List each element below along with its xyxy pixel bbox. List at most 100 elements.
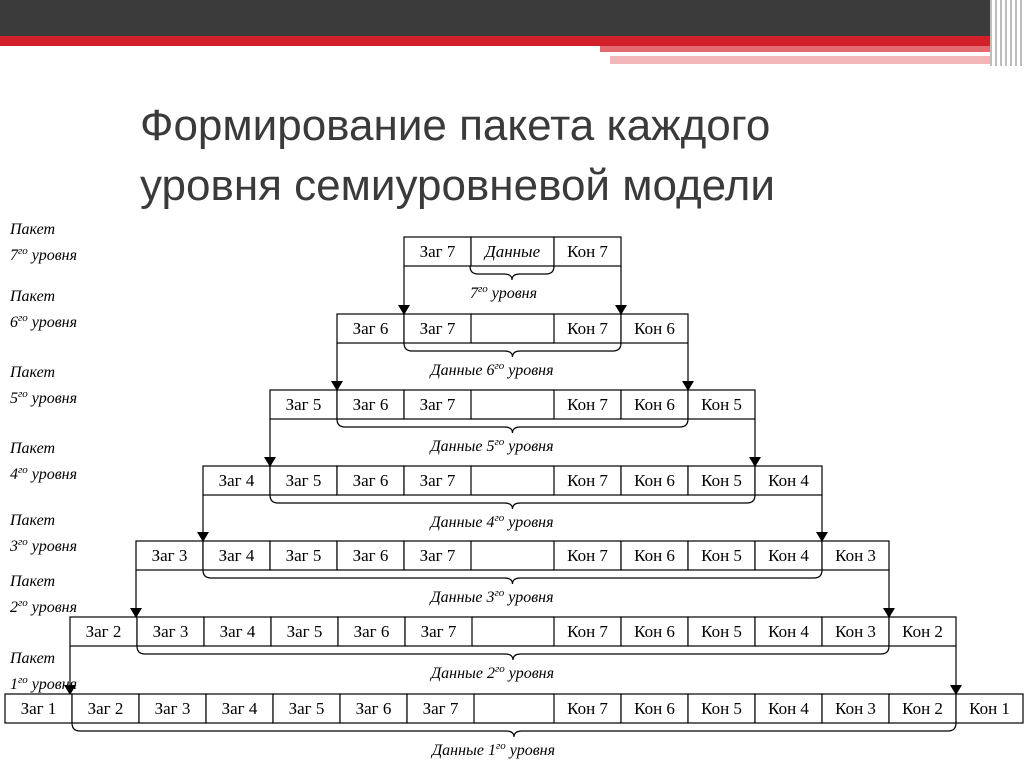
header-cell-L1-7-box <box>406 693 475 724</box>
slide-title: Формирование пакета каждого уровня семиу… <box>140 96 900 216</box>
header-cell-L6-1-label: Заг 6 <box>353 319 389 338</box>
header-cell-L2-6-label: Заг 7 <box>421 622 457 641</box>
trailer-cell-L2-5: Кон 3 <box>821 616 890 647</box>
header-cell-L4-1-box <box>202 465 271 496</box>
header-cell-L3-5: Заг 7 <box>403 540 472 571</box>
top-red-stripe <box>600 46 1024 52</box>
trailer-cell-L1-3: Кон 5 <box>687 693 756 724</box>
trailer-cell-L7-1: Кон 7 <box>553 236 622 267</box>
trailer-cell-L7-1-label: Кон 7 <box>567 242 608 261</box>
trailer-cell-L1-1-label: Кон 7 <box>567 699 608 718</box>
header-cell-L4-1-label: Заг 4 <box>219 471 255 490</box>
trailer-cell-L1-6-box <box>888 693 957 724</box>
level-label-L5-line1: Пакет <box>9 364 55 381</box>
header-cell-L1-5: Заг 5 <box>272 693 341 724</box>
level-label-L7-line1: Пакет <box>9 221 55 238</box>
trailer-cell-L1-5: Кон 3 <box>821 693 890 724</box>
level-label-L6-line1: Пакет <box>9 288 55 305</box>
trailer-cell-L1-5-box <box>821 693 890 724</box>
header-cell-L1-6: Заг 6 <box>339 693 408 724</box>
header-cell-L1-4: Заг 4 <box>205 693 274 724</box>
trailer-cell-L1-7: Кон 1 <box>955 693 1024 724</box>
trailer-cell-L5-2-box <box>620 389 689 420</box>
header-cell-L1-6-box <box>339 693 408 724</box>
header-cell-L3-2-label: Заг 4 <box>219 546 255 565</box>
trailer-cell-L1-7-label: Кон 1 <box>969 699 1010 718</box>
trailer-cell-L3-3-box <box>687 540 756 571</box>
header-cell-L2-1: Заг 2 <box>69 616 138 647</box>
header-cell-L3-1: Заг 3 <box>135 540 204 571</box>
header-cell-L5-3-label: Заг 7 <box>420 395 456 414</box>
header-cell-L5-3: Заг 7 <box>403 389 472 420</box>
trailer-cell-L3-1: Кон 7 <box>553 540 622 571</box>
trailer-cell-L3-5-label: Кон 3 <box>835 546 876 565</box>
header-cell-L4-3-box <box>336 465 405 496</box>
header-cell-L2-2: Заг 3 <box>136 616 205 647</box>
trailer-cell-L1-2: Кон 6 <box>620 693 689 724</box>
trailer-cell-L6-1-label: Кон 7 <box>567 319 608 338</box>
header-cell-L3-4-box <box>336 540 405 571</box>
title-line-1: Формирование пакета каждого <box>140 101 771 150</box>
trailer-cell-L6-2-label: Кон 6 <box>634 319 675 338</box>
trailer-cell-L3-5-box <box>821 540 890 571</box>
trailer-cell-L4-3: Кон 5 <box>687 465 756 496</box>
header-cell-L2-5: Заг 6 <box>337 616 406 647</box>
trailer-cell-L5-1: Кон 7 <box>553 389 622 420</box>
trailer-cell-L2-1-label: Кон 7 <box>567 622 608 641</box>
header-cell-L2-5-label: Заг 6 <box>354 622 390 641</box>
header-cell-L6-2-label: Заг 7 <box>420 319 456 338</box>
header-cell-L7-1-box <box>403 236 472 267</box>
header-cell-L1-1: Заг 1 <box>4 693 73 724</box>
trailer-cell-L4-3-label: Кон 5 <box>701 471 742 490</box>
brace-L3 <box>202 569 823 585</box>
trailer-cell-L3-3-label: Кон 5 <box>701 546 742 565</box>
trailer-cell-L3-1-label: Кон 7 <box>567 546 608 565</box>
title-line-2: уровня семиуровневой модели <box>140 161 775 210</box>
trailer-cell-L5-2-label: Кон 6 <box>634 395 675 414</box>
header-cell-L1-5-label: Заг 5 <box>289 699 325 718</box>
brace-L2 <box>136 645 890 661</box>
trailer-cell-L4-2: Кон 6 <box>620 465 689 496</box>
level-label-L1-line2: 1го уровня <box>10 674 77 693</box>
trailer-cell-L6-1-box <box>553 313 622 344</box>
level-label-L3-line1: Пакет <box>9 512 55 529</box>
header-cell-L4-3: Заг 6 <box>336 465 405 496</box>
trailer-cell-L4-1-label: Кон 7 <box>567 471 608 490</box>
trailer-cell-L1-4-box <box>754 693 823 724</box>
trailer-cell-L2-6-box <box>888 616 957 647</box>
trailer-cell-L1-2-label: Кон 6 <box>634 699 675 718</box>
trailer-cell-L2-3-label: Кон 5 <box>701 622 742 641</box>
level-label-L1-line1: Пакет <box>9 650 55 667</box>
header-cell-L3-3-box <box>269 540 338 571</box>
header-cell-L3-3: Заг 5 <box>269 540 338 571</box>
header-cell-L4-3-label: Заг 6 <box>353 471 389 490</box>
level-label-L2-line1: Пакет <box>9 573 55 590</box>
header-cell-L6-2-box <box>403 313 472 344</box>
trailer-cell-L3-2: Кон 6 <box>620 540 689 571</box>
header-cell-L2-6-box <box>404 616 473 647</box>
trailer-cell-L6-2-box <box>620 313 689 344</box>
trailer-cell-L7-1-box <box>553 236 622 267</box>
trailer-cell-L6-2: Кон 6 <box>620 313 689 344</box>
header-cell-L1-3-box <box>138 693 207 724</box>
header-cell-L4-2-label: Заг 5 <box>286 471 322 490</box>
header-cell-L2-5-box <box>337 616 406 647</box>
header-cell-L1-2-box <box>71 693 140 724</box>
header-cell-L2-3: Заг 4 <box>203 616 272 647</box>
trailer-cell-L1-6-label: Кон 2 <box>902 699 943 718</box>
trailer-cell-L1-6: Кон 2 <box>888 693 957 724</box>
header-cell-L4-2-box <box>269 465 338 496</box>
header-cell-L5-2-box <box>336 389 405 420</box>
trailer-cell-L3-3: Кон 5 <box>687 540 756 571</box>
trailer-cell-L1-3-label: Кон 5 <box>701 699 742 718</box>
trailer-cell-L5-3-label: Кон 5 <box>701 395 742 414</box>
header-cell-L1-3-label: Заг 3 <box>155 699 191 718</box>
header-cell-L3-5-box <box>403 540 472 571</box>
level-label-L7-line2: 7го уровня <box>10 245 77 264</box>
top-pink-stripe <box>610 56 1024 64</box>
header-cell-L1-1-box <box>4 693 73 724</box>
header-cell-L2-4-label: Заг 5 <box>287 622 323 641</box>
header-cell-L4-4-label: Заг 7 <box>420 471 456 490</box>
trailer-cell-L2-2-label: Кон 6 <box>634 622 675 641</box>
trailer-cell-L2-6-label: Кон 2 <box>902 622 943 641</box>
